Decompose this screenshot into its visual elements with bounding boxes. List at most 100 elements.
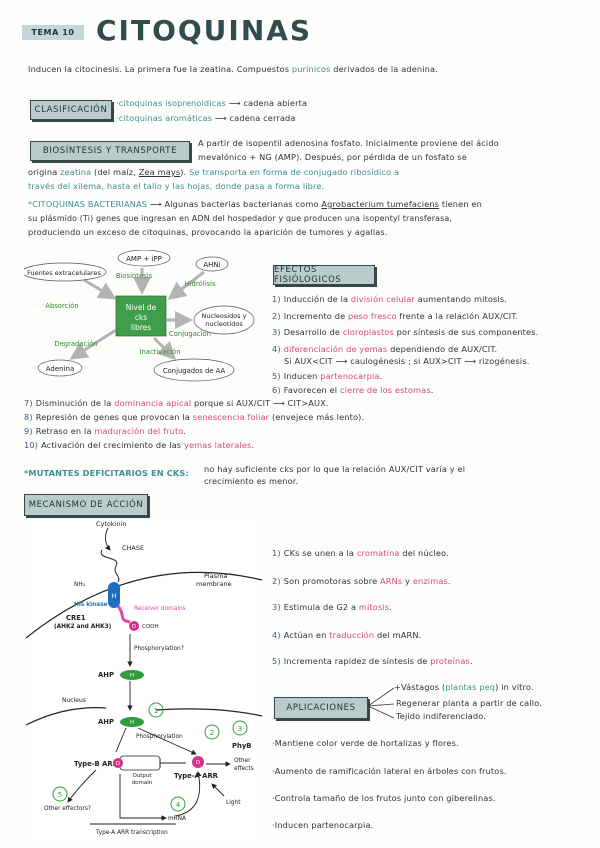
item-text: Disminución de la bbox=[35, 398, 115, 408]
item-number: 1) bbox=[272, 548, 281, 558]
mutantes-label: *MUTANTES DEFICITARIOS EN CKS: bbox=[24, 468, 189, 478]
item-text-end: porque si AUX/CIT ⟶ CIT>AUX. bbox=[191, 398, 329, 408]
item-text: CKs se unen a la bbox=[283, 548, 357, 558]
mecanismo-item-2: 2)Son promotoras sobre ARNs y enzimas. bbox=[272, 576, 451, 587]
nucleus-envelope-right bbox=[155, 708, 262, 717]
membrane-label: membrane bbox=[196, 580, 232, 588]
intro-text-end: derivados de la adenina. bbox=[330, 64, 438, 74]
efectos-tag: EFECTOS FISIÓLOGICOS bbox=[273, 265, 375, 285]
mecanismo-item-4: 4)Actúan en traducción del mARN. bbox=[272, 630, 421, 641]
aplicaciones-brace bbox=[367, 687, 395, 719]
receiver-d-label: D bbox=[132, 624, 136, 630]
item-text-end: . bbox=[251, 440, 255, 450]
item-text: y bbox=[402, 576, 413, 586]
type-b-output-domain bbox=[119, 755, 161, 771]
adenina-label: Adenina bbox=[46, 365, 75, 373]
receiver-d-node bbox=[129, 621, 139, 631]
biosintesis-edge-label: Biosíntesis bbox=[116, 272, 153, 280]
item-number: 4) bbox=[272, 630, 281, 640]
item-text: Represión de genes que provocan la bbox=[35, 412, 193, 422]
ahp-top-label: AHP bbox=[98, 671, 114, 679]
item-number: 10) bbox=[24, 440, 39, 450]
phosph-q-label: Phosphorylation? bbox=[134, 646, 184, 652]
item-highlight: peso fresco bbox=[348, 311, 397, 321]
transcription-label: Type-A ARR transcription bbox=[95, 830, 168, 836]
aplicaciones-item-4: ·Inducen partenocarpia. bbox=[272, 820, 374, 830]
item-number: 2) bbox=[272, 576, 281, 586]
cre1-label: CRE1 bbox=[66, 614, 86, 622]
cytokinin-arrow bbox=[105, 527, 111, 551]
amp-ipp-node bbox=[117, 250, 171, 267]
mrna-label: mRNA bbox=[168, 816, 186, 822]
intro-text: Inducen la citocinesis. La primera fue l… bbox=[28, 64, 292, 74]
ahp-top-node bbox=[120, 670, 144, 680]
flow-arrows bbox=[69, 268, 205, 361]
clasificacion-tag: CLASIFICACIÓN bbox=[30, 100, 112, 120]
ahk-label: (AHK2 and AHK3) bbox=[54, 624, 112, 630]
other-effects-2: effects bbox=[234, 766, 254, 772]
item-number: 3) bbox=[272, 602, 281, 612]
hidrolisis-edge-label: Hidrólisis bbox=[185, 280, 216, 288]
output-label-1: Output bbox=[132, 773, 152, 779]
highlight: plantas peq bbox=[445, 682, 496, 692]
conjugados-label: Conjugados de AA bbox=[163, 367, 226, 375]
efecto-item-2: 2)Incremento de peso fresco frente a la … bbox=[272, 311, 518, 322]
biosintesis-line-3: origina zeatina (del maíz, Zea mays). Se… bbox=[28, 167, 399, 178]
item-text: Favorecen el bbox=[283, 385, 340, 395]
cytokinin-pool-diagram: AMP + iPP AHNi Fuentes extracelulares Bi… bbox=[24, 250, 255, 382]
biosintesis-line-1: A partir de isopentil adenosina fosfato.… bbox=[198, 138, 499, 148]
phosph-arrows bbox=[115, 727, 196, 754]
aplicaciones-branch-2: Regenerar planta a partir de callo. bbox=[396, 698, 542, 708]
type-a-d-node bbox=[192, 756, 204, 768]
item-highlight: cromatina bbox=[356, 548, 400, 558]
efecto-item-3: 3)Desarrollo de cloroplastos por síntesi… bbox=[272, 327, 538, 338]
aplicaciones-branch-3: Tejido indiferenciado. bbox=[396, 711, 487, 721]
absorcion-edge-label: Absorción bbox=[45, 302, 78, 310]
step-5-marker bbox=[52, 786, 68, 802]
mecanismo-item-3: 3)Estimula de G2 a mitosis. bbox=[272, 602, 392, 613]
item-text-end: (envejece más lento). bbox=[269, 412, 365, 422]
other-effectors-label: Other effectors? bbox=[44, 806, 91, 812]
item-text: Actúan en bbox=[283, 630, 330, 640]
text: ). bbox=[180, 167, 190, 177]
step-3-label: 3 bbox=[238, 725, 242, 733]
amp-ipp-label: AMP + iPP bbox=[126, 255, 162, 263]
efecto-item-1: 1)Inducción de la división celular aumen… bbox=[272, 294, 507, 305]
aplicaciones-item-1: ·Mantiene color verde de hortalizas y fl… bbox=[272, 738, 459, 748]
item-text: del mARN. bbox=[374, 630, 422, 640]
ahni-label: AHNi bbox=[203, 261, 220, 269]
item-text-end: . bbox=[379, 371, 383, 381]
text: ) in vitro. bbox=[495, 682, 534, 692]
transport-text: Se transporta en forma de conjugado ribo… bbox=[189, 167, 400, 177]
arrow-icon: ⟶ bbox=[228, 98, 241, 108]
bacterial-line-3: produciendo un exceso de citoquinas, pro… bbox=[28, 227, 388, 237]
item-highlight: enzimas bbox=[412, 576, 448, 586]
efectos-item-4-sub: Si AUX<CIT ⟶ caulogénesis ; si AUX>CIT ⟶… bbox=[284, 356, 530, 366]
intro-line: Inducen la citocinesis. La primera fue l… bbox=[28, 64, 438, 75]
type-b-arr-label: Type-B ARR bbox=[74, 760, 119, 768]
light-arrow bbox=[211, 783, 225, 797]
nucleus-envelope bbox=[26, 707, 107, 726]
text: (del maíz, bbox=[91, 167, 139, 177]
mutantes-line-2: crecimiento es menor. bbox=[204, 476, 299, 486]
conjugados-node bbox=[153, 358, 235, 382]
phosphorylation-label: Phosphorylation bbox=[136, 734, 183, 740]
cooh-label: COOH bbox=[142, 624, 159, 630]
efecto-item-5: 5)Inducen partenocarpia. bbox=[272, 371, 382, 382]
bacterial-label: *CITOQUINAS BACTERIANAS bbox=[28, 199, 148, 209]
item-text-end: dependiendo de AUX/CIT. bbox=[387, 344, 498, 354]
item-number: 1) bbox=[272, 294, 281, 304]
mecanismo-tag: MECANISMO DE ACCIÓN bbox=[24, 494, 148, 516]
step-2-marker bbox=[204, 724, 220, 740]
receiver-domains-label: Receiver domains bbox=[134, 606, 186, 612]
page-title: CITOQUINAS bbox=[96, 14, 313, 47]
text: Algunas bacterias bacterianas como bbox=[161, 199, 322, 209]
item-text: Inducción de la bbox=[283, 294, 351, 304]
efecto-item-10: 10)Activación del crecimiento de las yem… bbox=[24, 440, 254, 451]
free-cks-line-3: libres bbox=[131, 323, 151, 332]
step-1-marker bbox=[148, 702, 164, 718]
item-highlight: proteínas bbox=[430, 656, 470, 666]
output-label-2: domain bbox=[132, 780, 153, 786]
signaling-pathway-figure: Cytokinin CHASE Plasma membrane NH₂ H Hi… bbox=[26, 520, 262, 840]
intro-highlight: purínicos bbox=[291, 64, 331, 74]
